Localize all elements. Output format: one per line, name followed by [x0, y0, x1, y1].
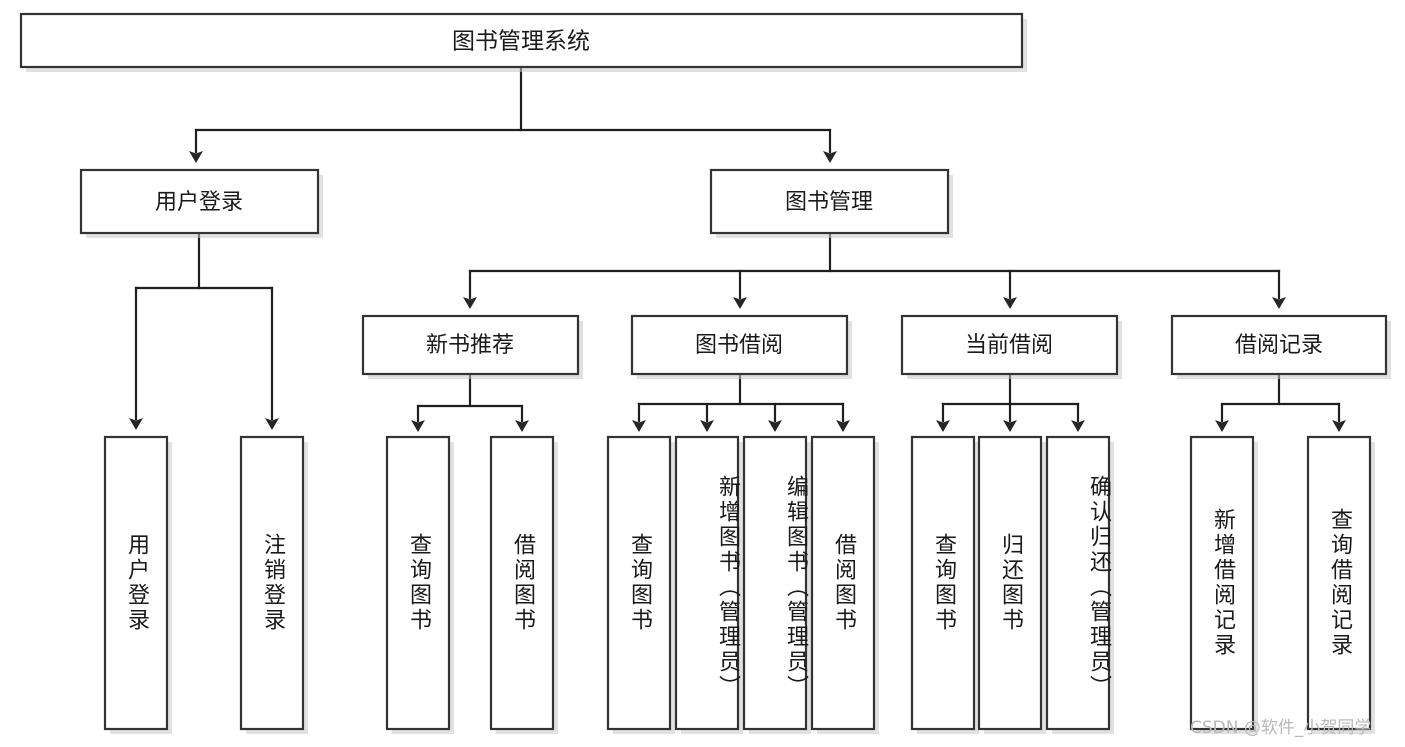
watermark-text: CSDN @软件_小贺同学	[1190, 718, 1372, 738]
node-label-root: 图书管理系统	[452, 29, 590, 55]
node-label-book-manage: 图书管理	[785, 190, 873, 215]
leaf-box-new-book-1[interactable]	[489, 435, 555, 731]
node-label-borrow-record: 借阅记录	[1235, 333, 1323, 358]
node-box-current-borrow[interactable]	[900, 314, 1119, 376]
node-label-current-borrow: 当前借阅	[965, 333, 1053, 358]
connector-group-borrow-record	[1215, 373, 1346, 432]
leaf-box-current-borrow-1[interactable]	[977, 435, 1043, 731]
node-box-borrow-record[interactable]	[1170, 314, 1388, 376]
node-label-book-borrow: 图书借阅	[695, 333, 783, 358]
connector-group-book-manage	[463, 231, 1286, 309]
leaf-box-user-login-1[interactable]	[239, 435, 305, 731]
leaf-box-book-borrow-3[interactable]	[810, 435, 876, 731]
leaf-box-book-borrow-2[interactable]	[742, 435, 808, 731]
connector-group-book-borrow	[632, 373, 850, 432]
leaf-box-user-login-0[interactable]	[103, 435, 169, 731]
connector-group-current-borrow	[936, 373, 1085, 432]
leaf-box-borrow-record-0[interactable]	[1189, 435, 1255, 731]
node-box-new-book[interactable]	[361, 314, 580, 376]
leaf-box-current-borrow-0[interactable]	[910, 435, 976, 731]
connector-group-new-book	[411, 373, 529, 432]
node-label-new-book: 新书推荐	[426, 333, 514, 358]
node-box-book-borrow[interactable]	[630, 314, 849, 376]
leaf-box-current-borrow-2[interactable]	[1045, 435, 1111, 731]
connector-group-root	[189, 65, 837, 163]
leaf-box-borrow-record-1[interactable]	[1306, 435, 1372, 731]
leaf-box-book-borrow-0[interactable]	[606, 435, 672, 731]
node-box-user-login[interactable]	[79, 168, 320, 235]
node-box-book-manage[interactable]	[709, 168, 950, 235]
node-box-root[interactable]	[19, 12, 1024, 69]
leaf-box-new-book-0[interactable]	[385, 435, 451, 731]
node-label-user-login: 用户登录	[155, 190, 243, 215]
connector-group-user-login	[129, 231, 279, 430]
leaf-box-book-borrow-1[interactable]	[674, 435, 740, 731]
